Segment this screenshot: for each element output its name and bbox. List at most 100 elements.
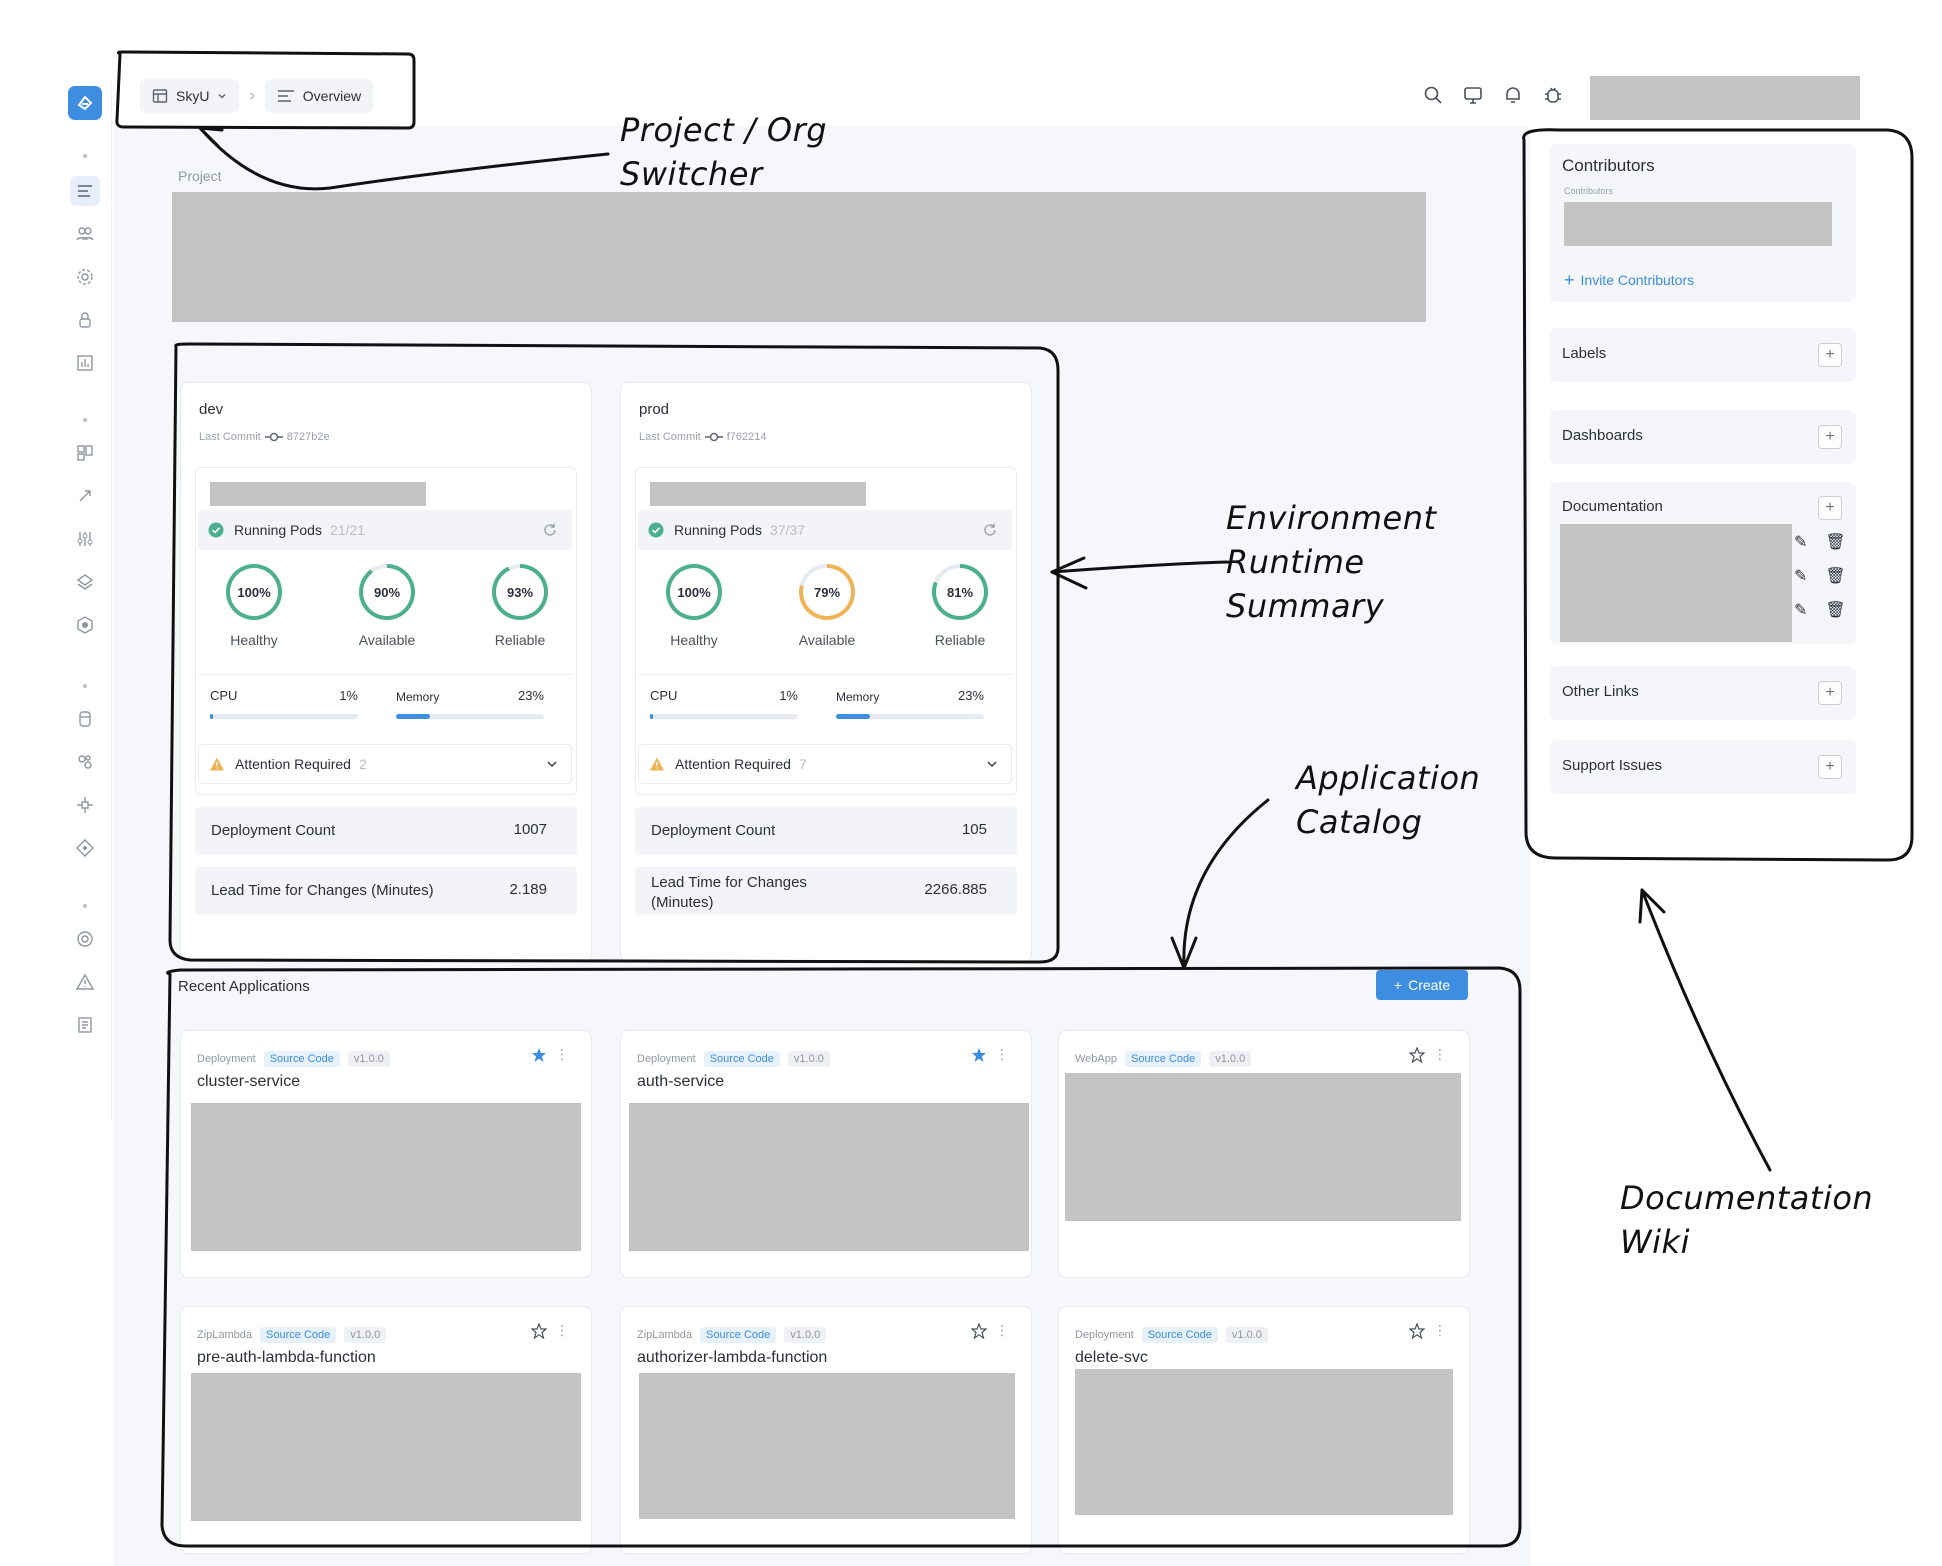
annotation-wiki-line2: Wiki	[1620, 1223, 1690, 1261]
source-code-badge[interactable]: Source Code	[1141, 1327, 1218, 1343]
trash-icon[interactable]: 🗑	[1825, 568, 1846, 585]
invite-contributors-link[interactable]: + Invite Contributors	[1564, 271, 1694, 289]
application-card[interactable]: Deployment Source Code v1.0.0 auth-servi…	[620, 1030, 1032, 1278]
star-outline-icon[interactable]	[971, 1323, 987, 1339]
gauge-label: Reliable	[934, 632, 986, 648]
contributors-title: Contributors	[1562, 156, 1655, 175]
application-card[interactable]: ZipLambda Source Code v1.0.0 authorizer-…	[620, 1306, 1032, 1554]
cpu-value: 1%	[779, 688, 798, 703]
annotation-env-line2: Runtime	[1226, 543, 1365, 581]
trash-icon[interactable]: 🗑	[1825, 534, 1846, 551]
nav-deploy-rocket-icon[interactable]	[70, 481, 100, 511]
doc-row-actions: ✎🗑	[1794, 532, 1846, 552]
commit-hash[interactable]: 8727b2e	[286, 431, 330, 443]
nav-users-icon[interactable]	[70, 219, 100, 249]
edit-pencil-icon[interactable]: ✎	[1794, 568, 1808, 585]
source-code-badge[interactable]: Source Code	[263, 1051, 340, 1067]
nav-git-icon[interactable]	[70, 833, 100, 863]
nav-overview-icon[interactable]	[70, 176, 100, 206]
contributors-panel: Contributors Contributors + Invite Contr…	[1550, 144, 1856, 302]
gauge-ring: 100%	[666, 564, 722, 620]
add-label-button[interactable]: +	[1818, 343, 1842, 367]
source-code-badge[interactable]: Source Code	[700, 1327, 777, 1343]
application-card[interactable]: Deployment Source Code v1.0.0 delete-svc…	[1058, 1306, 1470, 1554]
doc-row-actions: ✎🗑	[1794, 600, 1846, 620]
app-name[interactable]: pre-auth-lambda-function	[197, 1349, 376, 1366]
nav-network-icon[interactable]	[70, 790, 100, 820]
add-documentation-button[interactable]: +	[1818, 496, 1842, 520]
nav-kubernetes-icon[interactable]	[70, 610, 100, 640]
star-outline-icon[interactable]	[531, 1323, 547, 1339]
app-name[interactable]: delete-svc	[1075, 1349, 1148, 1366]
more-menu-icon[interactable]: ⋮	[1433, 1322, 1447, 1338]
star-outline-icon[interactable]	[1409, 1323, 1425, 1339]
running-pods-row: Running Pods 21/21	[198, 510, 572, 550]
nav-services-icon[interactable]	[70, 747, 100, 777]
app-type: Deployment	[637, 1053, 696, 1065]
edit-pencil-icon[interactable]: ✎	[1794, 534, 1808, 551]
gauge-available: 79% Available	[779, 564, 875, 648]
app-name[interactable]: authorizer-lambda-function	[637, 1349, 828, 1366]
gauge-label: Available	[798, 632, 856, 648]
nav-alerts-icon[interactable]	[70, 967, 100, 997]
other-links-panel: Other Links +	[1550, 666, 1856, 720]
source-code-badge[interactable]: Source Code	[260, 1327, 337, 1343]
add-support-issue-button[interactable]: +	[1818, 755, 1842, 779]
app-meta: Deployment Source Code v1.0.0	[1075, 1327, 1268, 1343]
search-icon[interactable]	[1422, 84, 1446, 108]
add-other-link-button[interactable]: +	[1818, 681, 1842, 705]
rail-separator	[83, 684, 87, 688]
nav-settings-icon[interactable]	[70, 262, 100, 292]
nav-docs-icon[interactable]	[70, 1010, 100, 1040]
monitor-icon[interactable]	[1462, 84, 1486, 108]
nav-storage-icon[interactable]	[70, 704, 100, 734]
create-button[interactable]: + Create	[1376, 970, 1468, 1000]
app-type: Deployment	[197, 1053, 256, 1065]
environment-card-dev[interactable]: dev Last Commit 8727b2e Running Pods 21/…	[180, 382, 592, 962]
add-dashboard-button[interactable]: +	[1818, 425, 1842, 449]
star-filled-icon[interactable]	[971, 1047, 987, 1063]
more-menu-icon[interactable]: ⋮	[555, 1322, 569, 1338]
star-filled-icon[interactable]	[531, 1047, 547, 1063]
nav-sliders-icon[interactable]	[70, 524, 100, 554]
app-logo[interactable]	[68, 86, 102, 120]
app-name[interactable]: cluster-service	[197, 1073, 301, 1090]
annotation-catalog-line1: Application	[1296, 759, 1481, 797]
environment-card-prod[interactable]: prod Last Commit f762214 Running Pods 37…	[620, 382, 1032, 962]
application-card[interactable]: WebApp Source Code v1.0.0 ⋮	[1058, 1030, 1470, 1278]
trash-icon[interactable]: 🗑	[1825, 602, 1846, 619]
bell-icon[interactable]	[1502, 84, 1526, 108]
application-card[interactable]: Deployment Source Code v1.0.0 cluster-se…	[180, 1030, 592, 1278]
org-switcher[interactable]: SkyU	[140, 79, 240, 113]
memory-bar-fill	[836, 714, 871, 719]
rail-separator	[83, 418, 87, 422]
annotation-wiki: Documentation Wiki	[1620, 1176, 1873, 1264]
more-menu-icon[interactable]: ⋮	[995, 1322, 1009, 1338]
source-code-badge[interactable]: Source Code	[1125, 1051, 1202, 1067]
bug-icon[interactable]	[1542, 84, 1566, 108]
attention-required-dropdown[interactable]: Attention Required 2	[198, 744, 572, 784]
edit-pencil-icon[interactable]: ✎	[1794, 602, 1808, 619]
more-menu-icon[interactable]: ⋮	[1433, 1046, 1447, 1062]
application-card[interactable]: ZipLambda Source Code v1.0.0 pre-auth-la…	[180, 1306, 592, 1554]
environment-name: prod	[639, 401, 670, 418]
star-outline-icon[interactable]	[1409, 1047, 1425, 1063]
source-code-badge[interactable]: Source Code	[703, 1051, 780, 1067]
more-menu-icon[interactable]: ⋮	[555, 1046, 569, 1062]
refresh-icon[interactable]	[542, 522, 558, 538]
app-name[interactable]: auth-service	[637, 1073, 725, 1090]
refresh-icon[interactable]	[982, 522, 998, 538]
version-badge: v1.0.0	[1225, 1327, 1268, 1343]
commit-hash[interactable]: f762214	[726, 431, 767, 443]
gauge-healthy: 100% Healthy	[206, 564, 302, 648]
nav-layers-icon[interactable]	[70, 567, 100, 597]
nav-lock-icon[interactable]	[70, 305, 100, 335]
page-switcher[interactable]: Overview	[264, 79, 374, 113]
nav-dashboard-icon[interactable]	[70, 438, 100, 468]
user-profile-redacted[interactable]	[1590, 76, 1860, 120]
annotation-env-line3: Summary	[1226, 587, 1385, 625]
more-menu-icon[interactable]: ⋮	[995, 1046, 1009, 1062]
attention-required-dropdown[interactable]: Attention Required 7	[638, 744, 1012, 784]
nav-support-icon[interactable]	[70, 924, 100, 954]
nav-reports-icon[interactable]	[70, 348, 100, 378]
